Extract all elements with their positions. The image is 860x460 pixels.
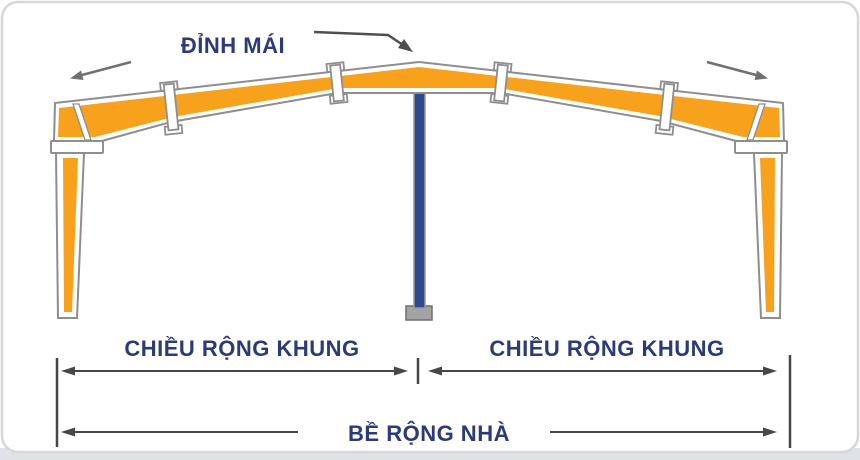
rafter-web (58, 67, 780, 137)
right-column-flange-plate (734, 140, 788, 154)
left-column-web (63, 158, 78, 312)
right-column-web (760, 158, 775, 312)
frame-width-label-right: CHIỀU RỘNG KHUNG (489, 336, 724, 361)
left-column-flange-plate (50, 140, 104, 154)
splice-plate-right-lower (654, 80, 679, 136)
splice-plate-left-upper (325, 61, 349, 105)
dimension-frame-width-left (61, 366, 408, 376)
dimension-frame-width-right (428, 366, 777, 376)
splice-plate-right-upper (489, 61, 513, 105)
frame-width-label-left: CHIỀU RỘNG KHUNG (124, 336, 359, 361)
building-width-label: BỀ RỘNG NHÀ (348, 421, 510, 446)
ridge-label: ĐỈNH MÁI (181, 33, 285, 58)
splice-plate-left-lower (159, 80, 184, 136)
ridge-arrow (313, 30, 413, 52)
eave-arrow-left (70, 60, 132, 80)
ridge-column (413, 87, 426, 309)
dimension-building-width (61, 427, 777, 437)
eave-arrow-right (706, 60, 768, 80)
